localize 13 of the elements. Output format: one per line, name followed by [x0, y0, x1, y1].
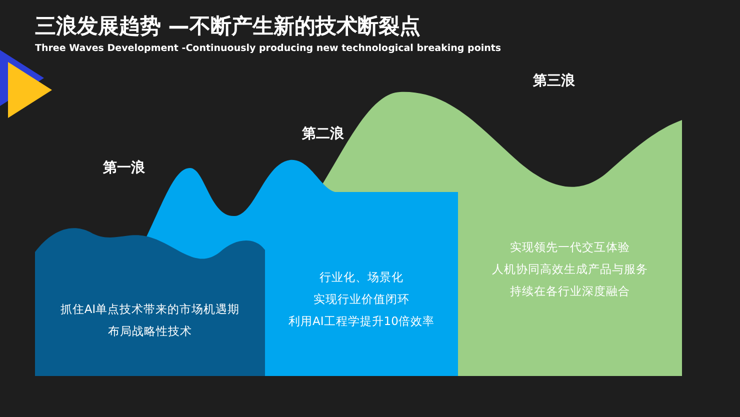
wave-title: 第三浪: [533, 72, 575, 90]
description-text: 人机协同高效生成产品与服务: [491, 261, 649, 278]
description-text: 持续在各行业深度融合: [509, 283, 631, 300]
description-text: 实现领先一代交互体验: [509, 239, 631, 256]
description-text: 布局战略性技术: [107, 323, 193, 340]
description-text: 利用AI工程学提升10倍效率: [288, 313, 436, 330]
wave-title: 第一浪: [103, 159, 145, 177]
description-text: 行业化、场景化: [318, 269, 404, 286]
description-text: 实现行业价值闭环: [312, 291, 410, 308]
slide-title: 三浪发展趋势 —不断产生新的技术断裂点: [35, 13, 420, 40]
description-text: 抓住AI单点技术带来的市场机遇期: [59, 301, 241, 318]
wave-title: 第二浪: [302, 125, 344, 143]
slide-subtitle: Three Waves Development -Continuously producing new technological breaking points: [35, 43, 502, 54]
